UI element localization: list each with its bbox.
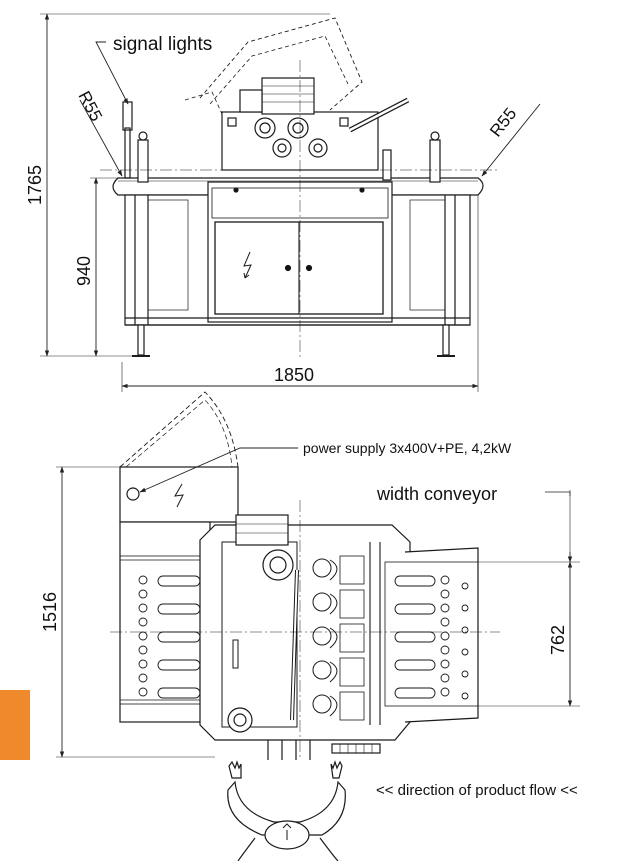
drive-motor <box>235 514 289 546</box>
conveyor-width-dim: 762 <box>548 625 568 655</box>
total-width-dim: 1850 <box>274 365 314 385</box>
total-height-dim: 1765 <box>25 165 45 205</box>
table-height-dim: 940 <box>74 256 94 286</box>
top-dimensions <box>56 447 580 758</box>
front-view <box>100 17 500 360</box>
lightning-bolt-icon-top <box>174 483 184 508</box>
radius-left-label: R55 <box>74 88 105 124</box>
control-box <box>119 466 239 523</box>
infeed-conveyor <box>119 521 211 723</box>
signal-light-right <box>429 139 441 183</box>
power-inlet <box>126 487 140 501</box>
accent-tab <box>0 690 30 760</box>
machine-body-top <box>199 524 411 741</box>
front-dimensions <box>40 13 541 392</box>
total-depth-dim: 1516 <box>40 592 60 632</box>
signal-lights-label: signal lights <box>113 34 212 55</box>
signal-light-left <box>122 101 133 131</box>
top-view <box>110 391 500 760</box>
lightning-bolt-icon <box>243 251 252 279</box>
width-conveyor-label: width conveyor <box>376 484 497 504</box>
power-supply-label: power supply 3x400V+PE, 4,2kW <box>303 440 512 456</box>
product-flow-label: << direction of product flow << <box>376 782 578 799</box>
operator-figure-icon <box>227 760 346 861</box>
